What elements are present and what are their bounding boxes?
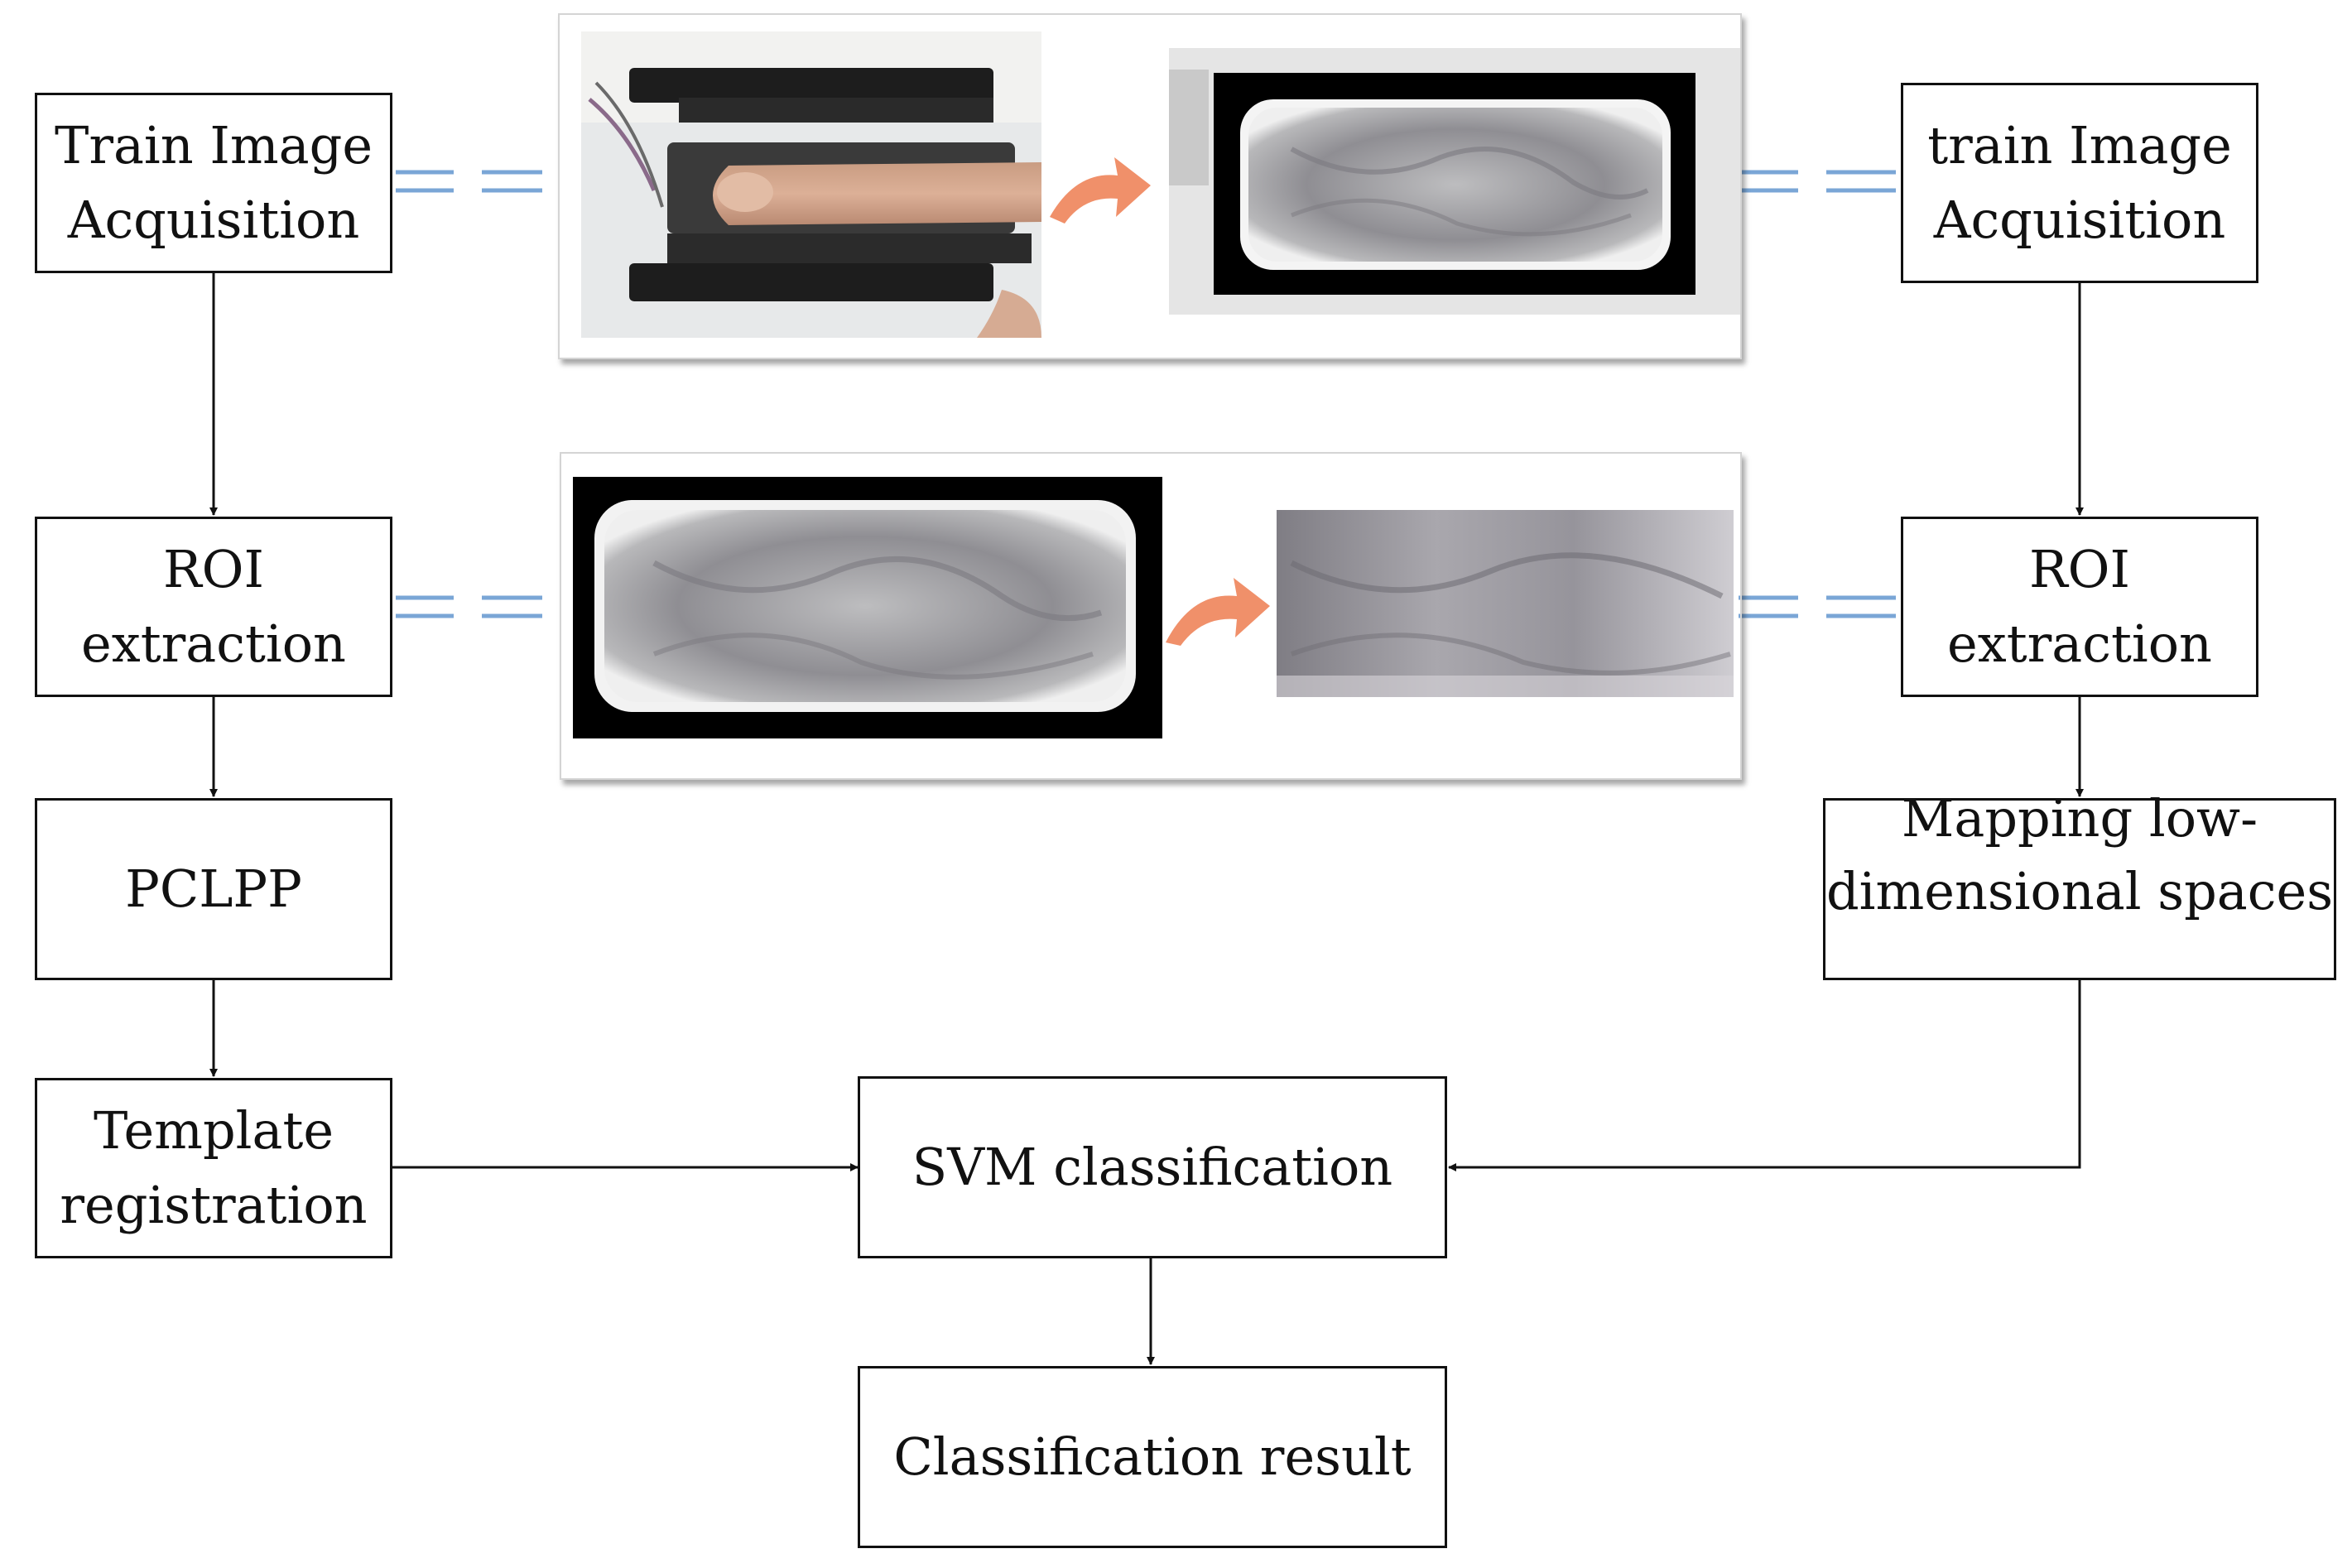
box-label-line: ROI bbox=[162, 539, 264, 600]
flow-arrows bbox=[209, 273, 2084, 1365]
orange-arrow-icon bbox=[1166, 578, 1270, 646]
box-label-line: extraction bbox=[1947, 613, 2212, 674]
classification-result-box: Classification result bbox=[858, 1366, 1447, 1548]
connector-right-roi bbox=[1739, 595, 1896, 618]
box-label-line: Train Image bbox=[54, 115, 373, 176]
box-label-line: ROI bbox=[2028, 539, 2130, 600]
pclpp-box: PCLPP bbox=[35, 798, 392, 980]
roi-extraction-box-right: ROI extraction bbox=[1901, 517, 2258, 697]
roi-extraction-box-left: ROI extraction bbox=[35, 517, 392, 697]
connector-left-roi bbox=[396, 595, 542, 618]
box-label-line: Classification result bbox=[893, 1426, 1412, 1488]
connector-right-acquisition bbox=[1739, 170, 1896, 193]
acquisition-image-panel bbox=[558, 13, 1742, 359]
train-image-acquisition-box-right: train Image Acquisition bbox=[1901, 83, 2258, 283]
finger-vein-image bbox=[573, 477, 1162, 738]
mapping-low-dimensional-box: Mapping low- dimensional spaces bbox=[1823, 788, 2336, 980]
svm-classification-box: SVM classification bbox=[858, 1076, 1447, 1258]
box-label-line: Template bbox=[93, 1100, 334, 1162]
orange-arrow-icon bbox=[1050, 157, 1151, 224]
box-label-line: dimensional spaces bbox=[1825, 861, 2334, 922]
finger-on-device-photo bbox=[581, 31, 1041, 338]
box-label-line: extraction bbox=[81, 613, 346, 674]
roi-image-panel bbox=[560, 452, 1742, 780]
arrow-mapping-to-svm bbox=[1448, 980, 2081, 1171]
connector-left-acquisition bbox=[396, 170, 542, 193]
box-label-line: SVM classification bbox=[911, 1137, 1393, 1198]
box-label-line: PCLPP bbox=[125, 859, 302, 920]
box-label-line: Acquisition bbox=[67, 190, 360, 250]
train-image-acquisition-box: Train Image Acquisition bbox=[35, 93, 392, 273]
box-label-line: registration bbox=[60, 1175, 368, 1235]
box-label-line: Mapping low- bbox=[1901, 788, 2258, 849]
template-registration-box: Template registration bbox=[35, 1078, 392, 1258]
box-label-line: Acquisition bbox=[1933, 190, 2226, 250]
box-label-line: train Image bbox=[1927, 115, 2232, 176]
raw-finger-vein-image bbox=[1169, 48, 1740, 315]
roi-finger-vein-image bbox=[1277, 510, 1734, 697]
